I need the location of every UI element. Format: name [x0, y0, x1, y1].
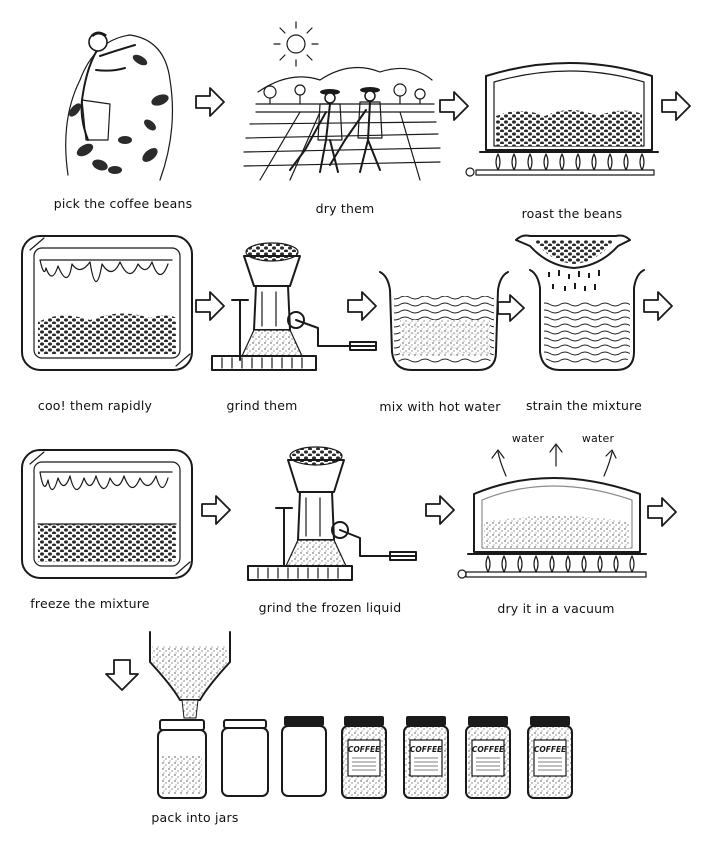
coffee-jar: COFFEE — [465, 716, 511, 799]
step-label-grind-frozen: grind the frozen liquid — [258, 600, 402, 615]
step-label-mix: mix with hot water — [379, 399, 501, 414]
step-label-vacuum: dry it in a vacuum — [497, 601, 615, 616]
step-cool-illustration — [21, 235, 193, 371]
labelled-jars: COFFEE COFFEE COFFEE COFFEE — [341, 716, 573, 799]
arrow-icon — [195, 87, 225, 117]
step-strain-illustration — [515, 234, 645, 371]
step-grind-frozen-illustration — [247, 446, 417, 581]
step-vacuum-illustration — [457, 443, 647, 579]
arrow-icon — [347, 291, 377, 321]
jar-label-lines — [414, 757, 438, 771]
step-label-freeze: freeze the mixture — [30, 596, 150, 611]
jar-label-text: COFFEE — [472, 745, 505, 754]
step-label-grind: grind them — [226, 398, 298, 413]
arrow-icon — [661, 91, 691, 121]
jar-label-text: COFFEE — [534, 745, 567, 754]
arrow-icon — [643, 291, 673, 321]
jar-lid — [468, 716, 508, 726]
jar-lid — [344, 716, 384, 726]
step-label-cool: coo! them rapidly — [37, 398, 153, 413]
arrow-icon — [425, 495, 455, 525]
arrow-down-icon — [105, 659, 139, 691]
arrow-icon — [439, 91, 469, 121]
step-roast-illustration — [465, 62, 659, 177]
step-pick-illustration — [65, 31, 174, 181]
vacuum-water-label-right: water — [581, 432, 615, 445]
step-grind-illustration — [211, 242, 377, 371]
step-dry-illustration — [243, 21, 441, 181]
step-freeze-illustration — [21, 449, 193, 579]
coffee-jar: COFFEE — [403, 716, 449, 799]
step-label-strain: strain the mixture — [525, 398, 643, 413]
coffee-jar: COFFEE — [527, 716, 573, 799]
step-label-pick: pick the coffee beans — [53, 196, 193, 211]
step-mix-illustration — [379, 271, 509, 371]
arrow-icon — [195, 291, 225, 321]
jar-label-lines — [476, 757, 500, 771]
coffee-jar: COFFEE — [341, 716, 387, 799]
jar-label-text: COFFEE — [348, 745, 381, 754]
arrow-icon — [201, 495, 231, 525]
arrow-icon — [647, 497, 677, 527]
jar-lid — [406, 716, 446, 726]
jar-label-lines — [538, 757, 562, 771]
step-pack-illustration — [149, 631, 327, 799]
vacuum-water-label-left: water — [511, 432, 545, 445]
step-label-pack: pack into jars — [151, 810, 239, 825]
step-label-dry: dry them — [315, 201, 375, 216]
step-label-roast: roast the beans — [521, 206, 623, 221]
jar-label-text: COFFEE — [410, 745, 443, 754]
jar-lid — [530, 716, 570, 726]
jar-label-lines — [352, 757, 376, 771]
arrow-icon — [497, 294, 525, 322]
